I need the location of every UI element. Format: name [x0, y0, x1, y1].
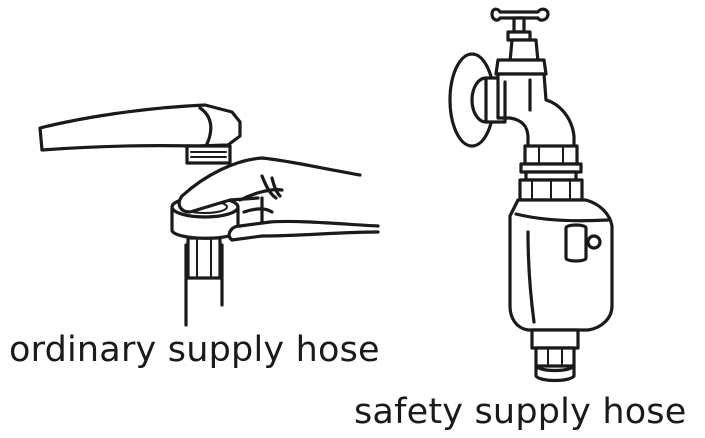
safety-valve-unit — [508, 198, 614, 332]
safety-faucet-handle — [490, 7, 550, 42]
safety-hose-outlet — [530, 328, 580, 383]
ordinary-hand — [177, 156, 380, 242]
safety-hose-label: safety supply hose — [354, 392, 687, 432]
safety-hose-connector — [518, 144, 584, 202]
ordinary-hose-label: ordinary supply hose — [9, 330, 380, 370]
safety-faucet-body — [448, 38, 576, 152]
ordinary-faucet-spout — [38, 103, 242, 165]
